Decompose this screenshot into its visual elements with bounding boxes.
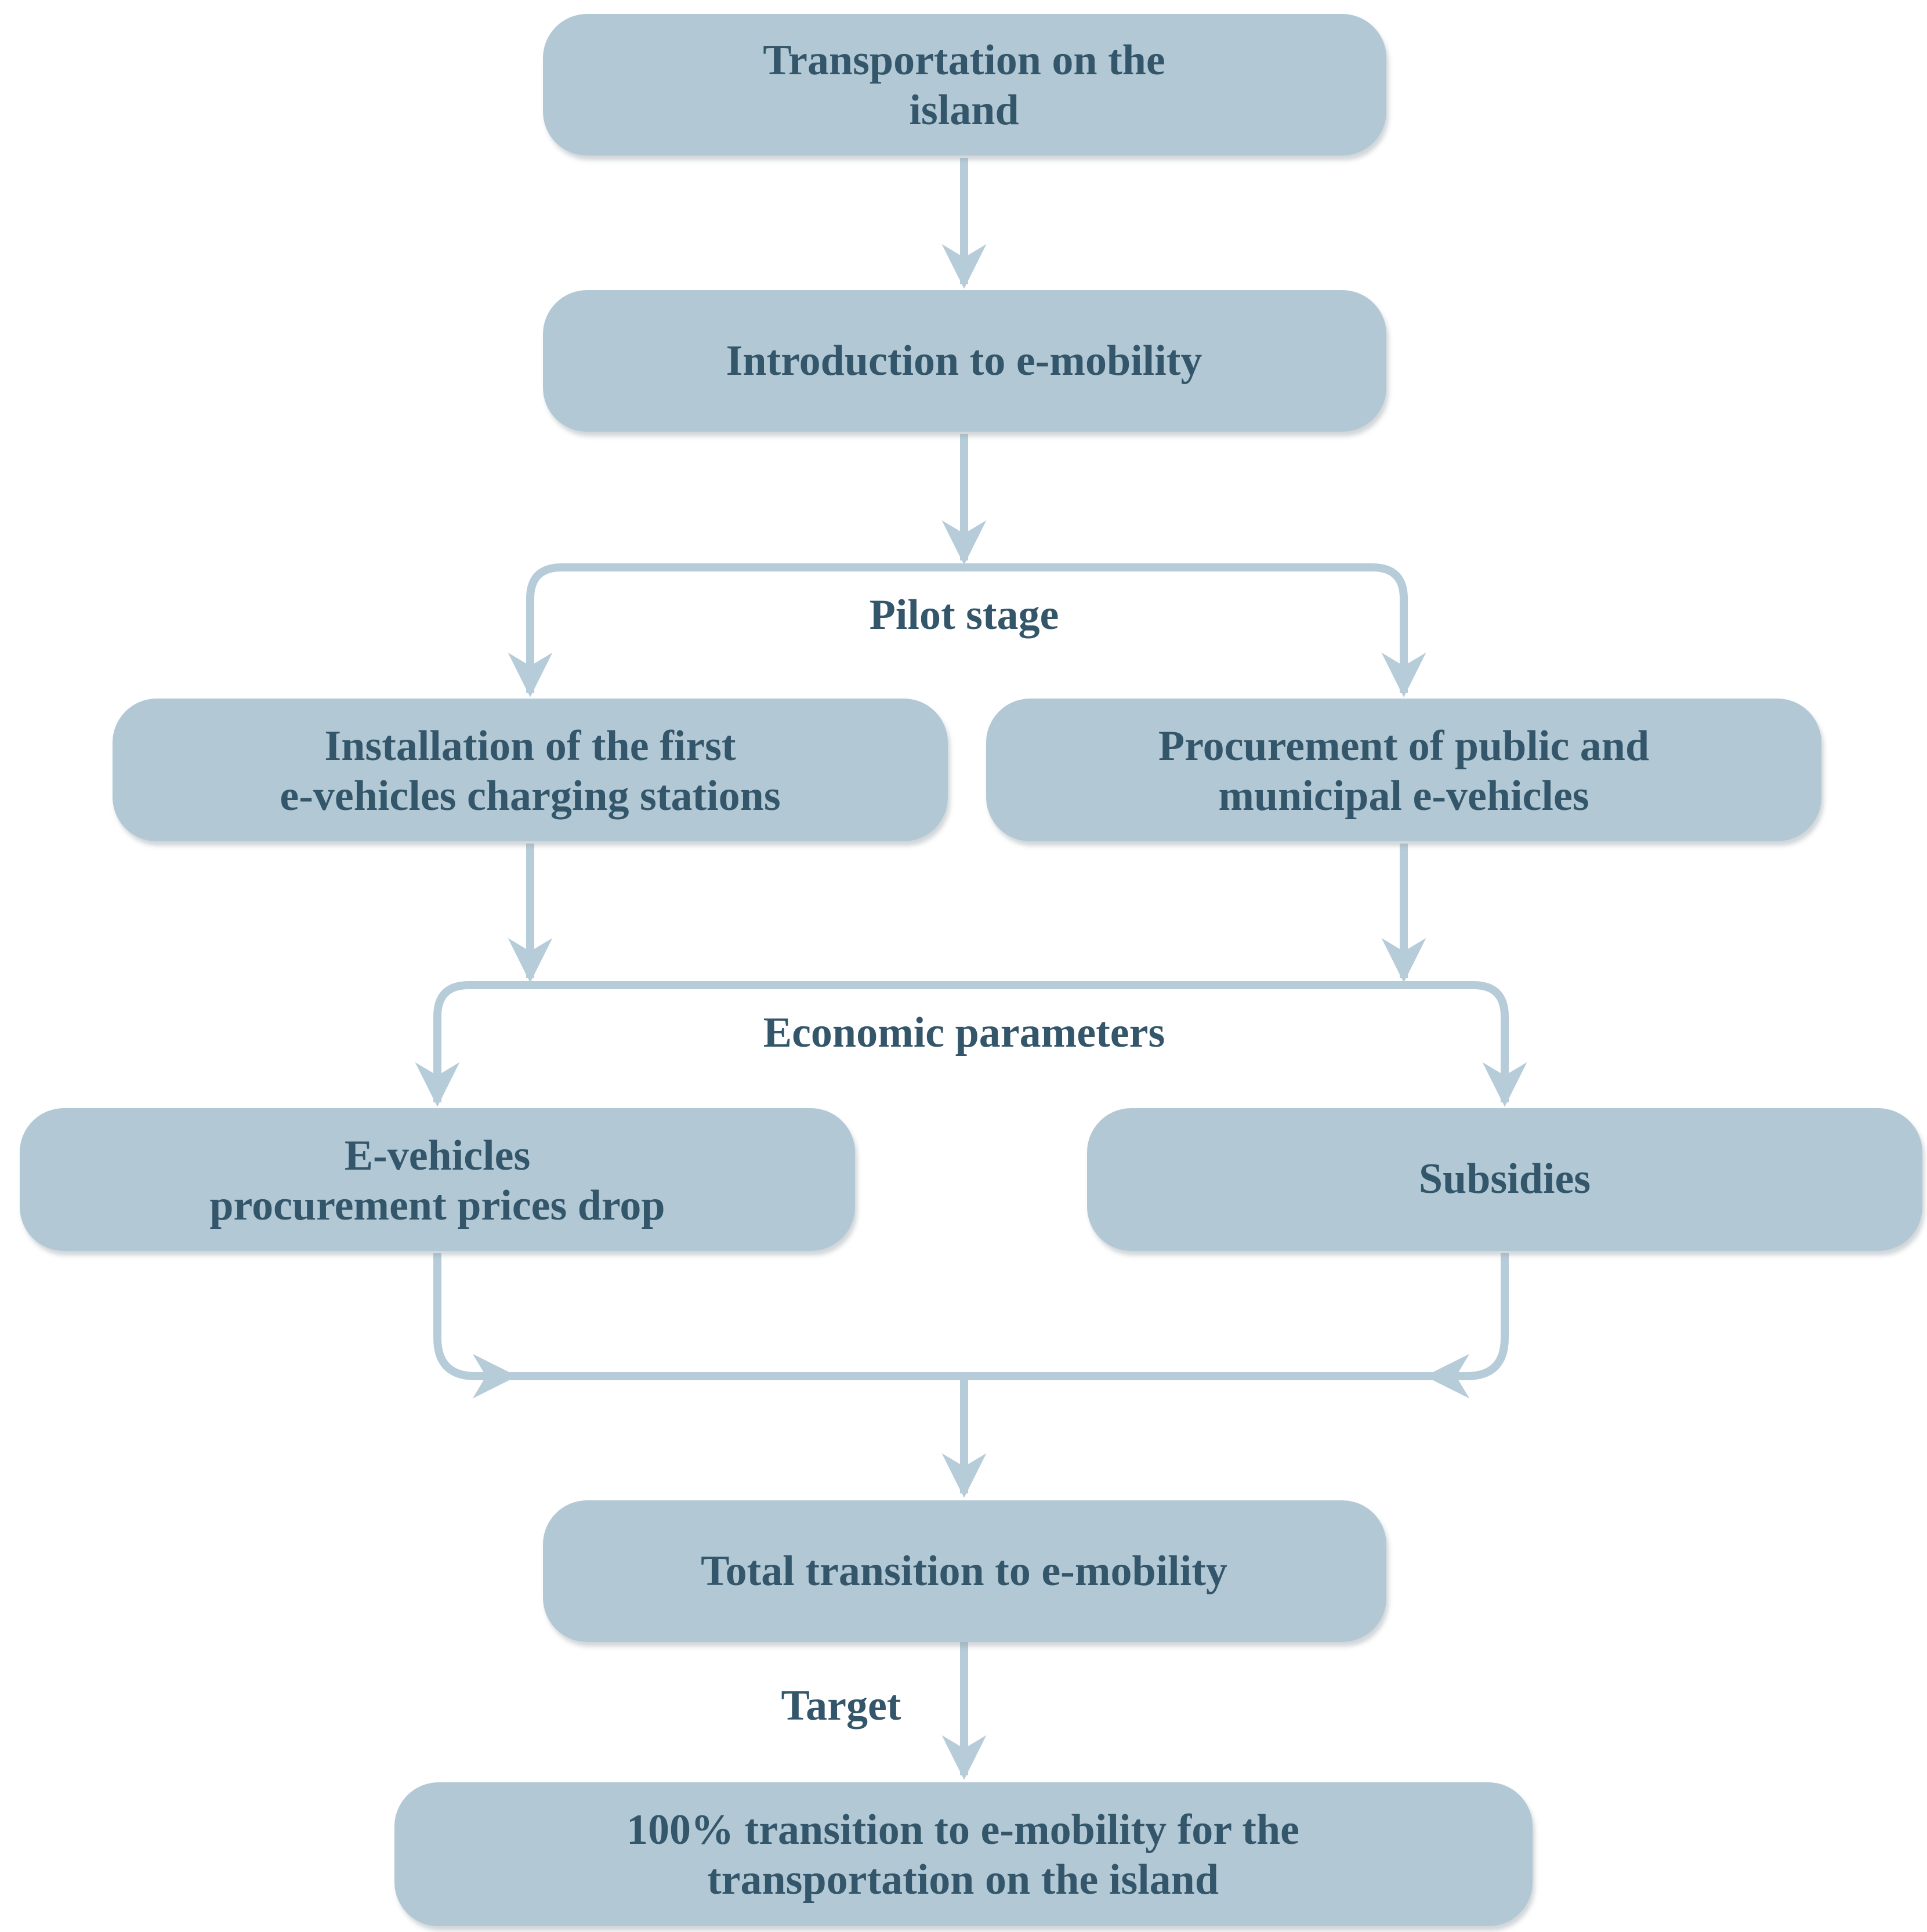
node-goal-box xyxy=(394,1782,1533,1926)
node-prices-drop: E-vehicles procurement prices drop xyxy=(20,1108,855,1251)
node-transportation-line2: island xyxy=(909,86,1019,134)
node-procurement-e-vehicles: Procurement of public and municipal e-ve… xyxy=(986,699,1821,841)
node-installation-charging-stations: Installation of the first e-vehicles cha… xyxy=(113,699,948,841)
node-goal-line1: 100% transition to e-mobility for the xyxy=(626,1806,1299,1854)
node-subsidies: Subsidies xyxy=(1087,1108,1922,1251)
node-transportation-box xyxy=(543,14,1386,155)
node-procurement-line1: Procurement of public and xyxy=(1158,722,1649,770)
node-total-transition-line1: Total transition to e-mobility xyxy=(701,1547,1227,1595)
node-prices-drop-box xyxy=(20,1108,855,1251)
node-installation-line1: Installation of the first xyxy=(324,722,736,770)
node-introduction-box xyxy=(543,290,1386,432)
node-total-transition-box xyxy=(543,1500,1386,1642)
connector-pilot-stage-split xyxy=(508,563,1426,697)
node-prices-drop-line2: procurement prices drop xyxy=(209,1182,665,1229)
node-introduction-line1: Introduction to e-mobility xyxy=(726,337,1202,385)
node-total-transition: Total transition to e-mobility xyxy=(543,1500,1386,1642)
connector-prices-drop-merge xyxy=(433,1253,517,1399)
node-prices-drop-line1: E-vehicles xyxy=(345,1132,531,1180)
node-transportation-on-island: Transportation on the island xyxy=(543,14,1386,155)
node-goal-line2: transportation on the island xyxy=(707,1856,1219,1904)
node-goal-100-percent: 100% transition to e-mobility for the tr… xyxy=(394,1782,1533,1926)
node-introduction-to-e-mobility: Introduction to e-mobility xyxy=(543,290,1386,432)
connector-subsidies-merge xyxy=(1425,1253,1509,1399)
node-procurement-line2: municipal e-vehicles xyxy=(1218,772,1589,820)
target-label: Target xyxy=(781,1682,901,1730)
economic-parameters-label: Economic parameters xyxy=(763,1009,1165,1057)
node-procurement-box xyxy=(986,699,1821,841)
node-transportation-line1: Transportation on the xyxy=(763,37,1165,84)
node-subsidies-line1: Subsidies xyxy=(1419,1155,1591,1203)
node-installation-line2: e-vehicles charging stations xyxy=(280,772,780,820)
node-subsidies-box xyxy=(1087,1108,1922,1251)
pilot-stage-label: Pilot stage xyxy=(870,591,1059,639)
node-installation-box xyxy=(113,699,948,841)
connector-economic-split xyxy=(415,981,1527,1107)
